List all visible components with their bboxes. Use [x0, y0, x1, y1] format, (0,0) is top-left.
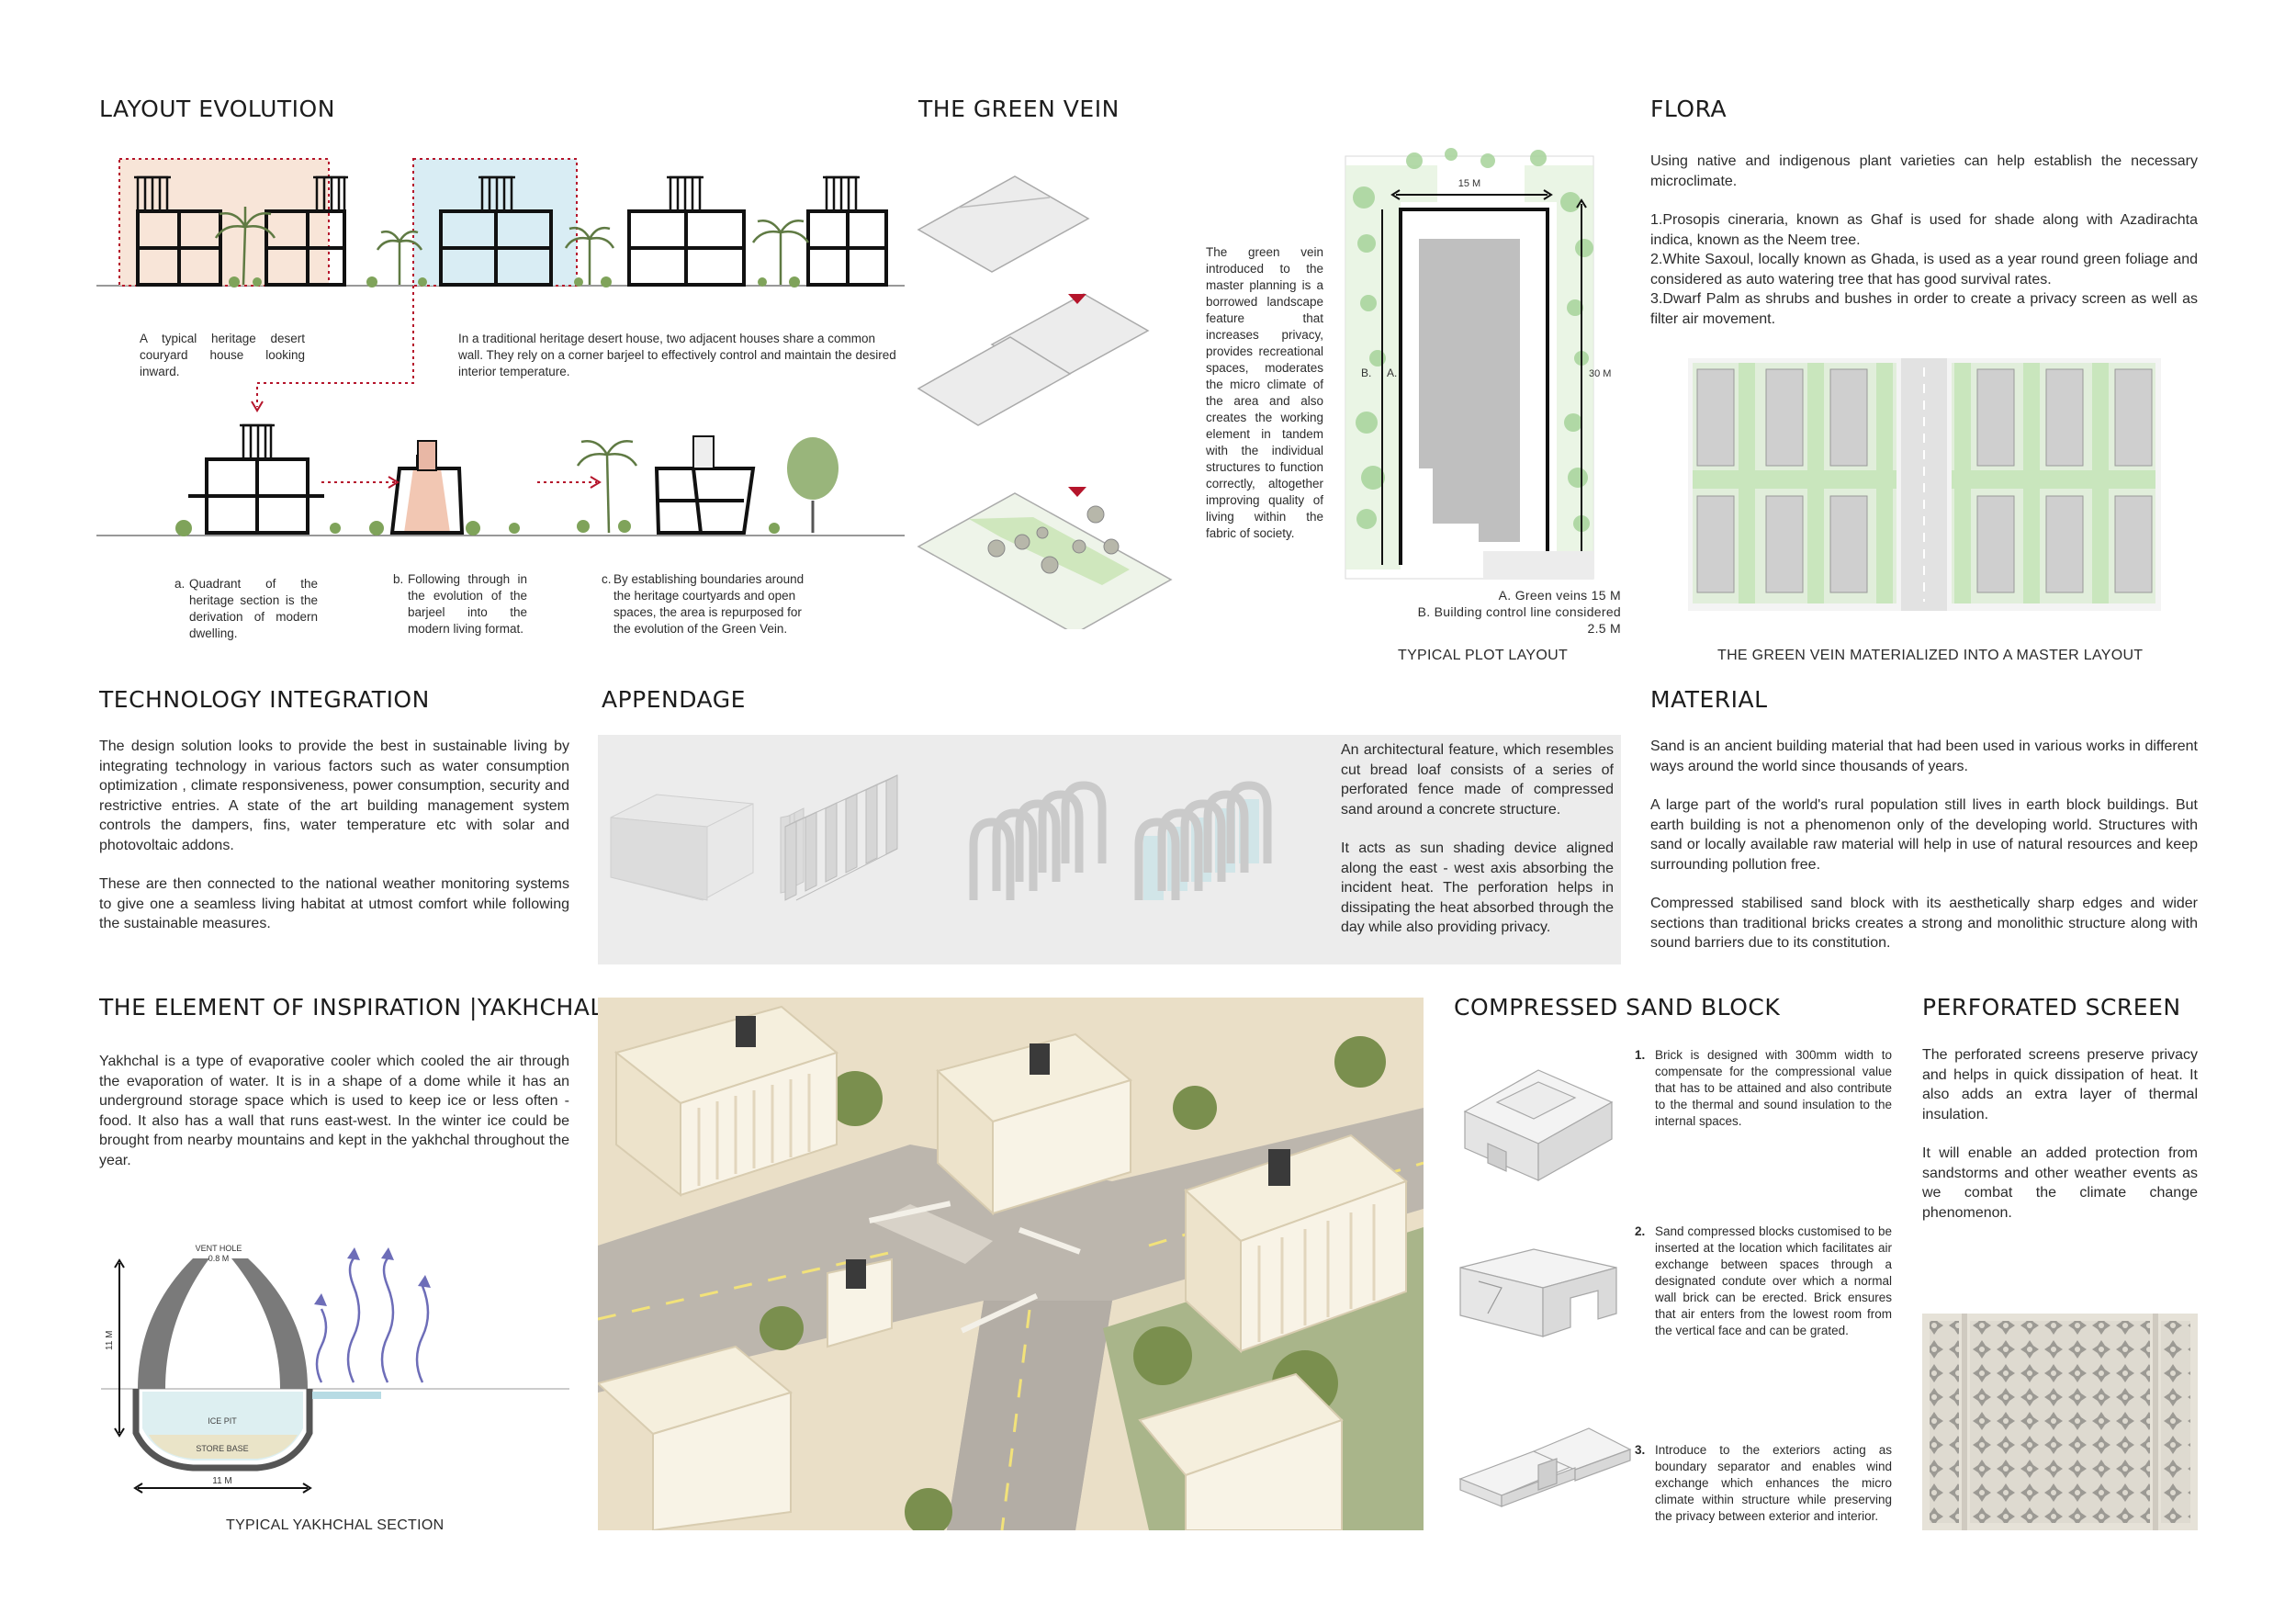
- step-b-marker: b.: [393, 572, 404, 586]
- appendage-panel: [598, 735, 1621, 964]
- green-vein-text: The green vein introduced to the master …: [1206, 245, 1323, 540]
- flora-intro: Using native and indigenous plant variet…: [1650, 153, 2198, 189]
- green-vein-title: THE GREEN VEIN: [918, 96, 1120, 122]
- flora-item-3: 3.Dwarf Palm as shrubs and bushes in ord…: [1650, 291, 2198, 327]
- yakhchal-section-diagram: VENT HOLE 0.8 M 11 M 11 M ICE PIT STORE …: [101, 1244, 569, 1494]
- sand-block-diagrams: [1458, 1069, 1632, 1507]
- sand-block-item-1-text: Brick is designed with 300mm width to co…: [1655, 1048, 1892, 1128]
- legend-control-line-dim: 2.5 M: [1587, 621, 1621, 636]
- typical-plot-caption: TYPICAL PLOT LAYOUT: [1398, 648, 1569, 663]
- sand-block-item-3-text: Introduce to the exteriors acting as bou…: [1655, 1443, 1892, 1523]
- typical-plot-layout-diagram: 15 M 30 M A. B.: [1345, 148, 1611, 580]
- perforated-screen-pattern: [1922, 1314, 2198, 1530]
- plot-width-dim: 15 M: [1458, 178, 1480, 189]
- master-plan-render: [598, 998, 1424, 1530]
- appendage-p2: It acts as sun shading device aligned al…: [1341, 840, 1614, 935]
- perforated-p2: It will enable an added protection from …: [1922, 1145, 2198, 1221]
- material-title: MATERIAL: [1650, 686, 1768, 713]
- technology-p2: These are then connected to the national…: [99, 876, 569, 931]
- sand-block-item-2-text: Sand compressed blocks customised to be …: [1655, 1224, 1892, 1337]
- technology-title: TECHNOLOGY INTEGRATION: [99, 686, 430, 713]
- plot-label-a: A.: [1387, 367, 1397, 379]
- sand-block-item-2: 2. Sand compressed blocks customised to …: [1635, 1224, 1892, 1339]
- ice-pit-label: ICE PIT: [208, 1416, 237, 1426]
- flora-title: FLORA: [1650, 96, 1728, 122]
- technology-text: The design solution looks to provide the…: [99, 737, 569, 934]
- yakhchal-width-dim: 11 M: [212, 1476, 232, 1486]
- yakhchal-vent-label: VENT HOLE: [196, 1244, 242, 1253]
- master-layout-plan: [1688, 358, 2161, 611]
- material-p2: A large part of the world's rural popula…: [1650, 797, 2198, 873]
- technology-p1: The design solution looks to provide the…: [99, 739, 569, 853]
- sand-block-number-2: 2.: [1635, 1224, 1646, 1238]
- sand-block-number-3: 3.: [1635, 1443, 1646, 1457]
- material-p3: Compressed stabilised sand block with it…: [1650, 896, 2198, 951]
- perforated-p1: The perforated screens preserve privacy …: [1922, 1047, 2198, 1122]
- step-b-text: Following through in the evolution of th…: [408, 572, 527, 636]
- legend-green-veins: A. Green veins 15 M: [1498, 588, 1621, 603]
- sand-block-item-1: 1. Brick is designed with 300mm width to…: [1635, 1047, 1892, 1130]
- courtyard-caption: A typical heritage desert couryard house…: [140, 332, 305, 378]
- flora-item-2: 2.White Saxoul, locally known as Ghada, …: [1650, 252, 2198, 288]
- legend-control-line: B. Building control line considered: [1417, 604, 1621, 619]
- appendage-p1: An architectural feature, which resemble…: [1341, 742, 1614, 818]
- appendage-text: An architectural feature, which resemble…: [1341, 740, 1614, 938]
- yakhchal-title: THE ELEMENT OF INSPIRATION |YAKHCHAL: [99, 994, 603, 1021]
- yakhchal-vent-dim: 0.8 M: [208, 1254, 230, 1263]
- step-c-text: By establishing boundaries around the he…: [613, 572, 805, 636]
- layout-evolution-diagram: [96, 158, 905, 536]
- step-a-marker: a.: [174, 577, 186, 591]
- yakhchal-caption: TYPICAL YAKHCHAL SECTION: [226, 1517, 445, 1533]
- flora-text: Using native and indigenous plant variet…: [1650, 152, 2198, 329]
- master-layout-caption: THE GREEN VEIN MATERIALIZED INTO A MASTE…: [1717, 648, 2144, 663]
- appendage-title: APPENDAGE: [602, 686, 746, 713]
- flora-item-1: 1.Prosopis cineraria, known as Ghaf is u…: [1650, 212, 2198, 248]
- plot-depth-dim: 30 M: [1589, 368, 1611, 379]
- green-vein-iso-diagram: [917, 175, 1173, 629]
- yakhchal-text: Yakhchal is a type of evaporative cooler…: [99, 1054, 569, 1168]
- sand-block-item-3: 3. Introduce to the exteriors acting as …: [1635, 1442, 1892, 1525]
- adjacent-houses-caption: In a traditional heritage desert house, …: [458, 332, 896, 378]
- step-c-marker: c.: [602, 572, 612, 586]
- layout-evolution-title: LAYOUT EVOLUTION: [99, 96, 335, 122]
- sand-block-number-1: 1.: [1635, 1048, 1646, 1062]
- appendage-evolution-diagram: [610, 774, 1272, 901]
- yakhchal-height-dim: 11 M: [105, 1331, 115, 1351]
- sand-block-list: 1. Brick is designed with 300mm width to…: [1635, 1047, 1892, 1525]
- perforated-text: The perforated screens preserve privacy …: [1922, 1045, 2198, 1223]
- perforated-title: PERFORATED SCREEN: [1922, 994, 2181, 1021]
- plot-label-b: B.: [1361, 367, 1371, 379]
- store-base-label: STORE BASE: [196, 1444, 248, 1453]
- material-p1: Sand is an ancient building material tha…: [1650, 739, 2198, 774]
- sand-block-title: COMPRESSED SAND BLOCK: [1454, 994, 1781, 1021]
- step-a-text: Quadrant of the heritage section is the …: [189, 577, 318, 640]
- material-text: Sand is an ancient building material tha…: [1650, 737, 2198, 953]
